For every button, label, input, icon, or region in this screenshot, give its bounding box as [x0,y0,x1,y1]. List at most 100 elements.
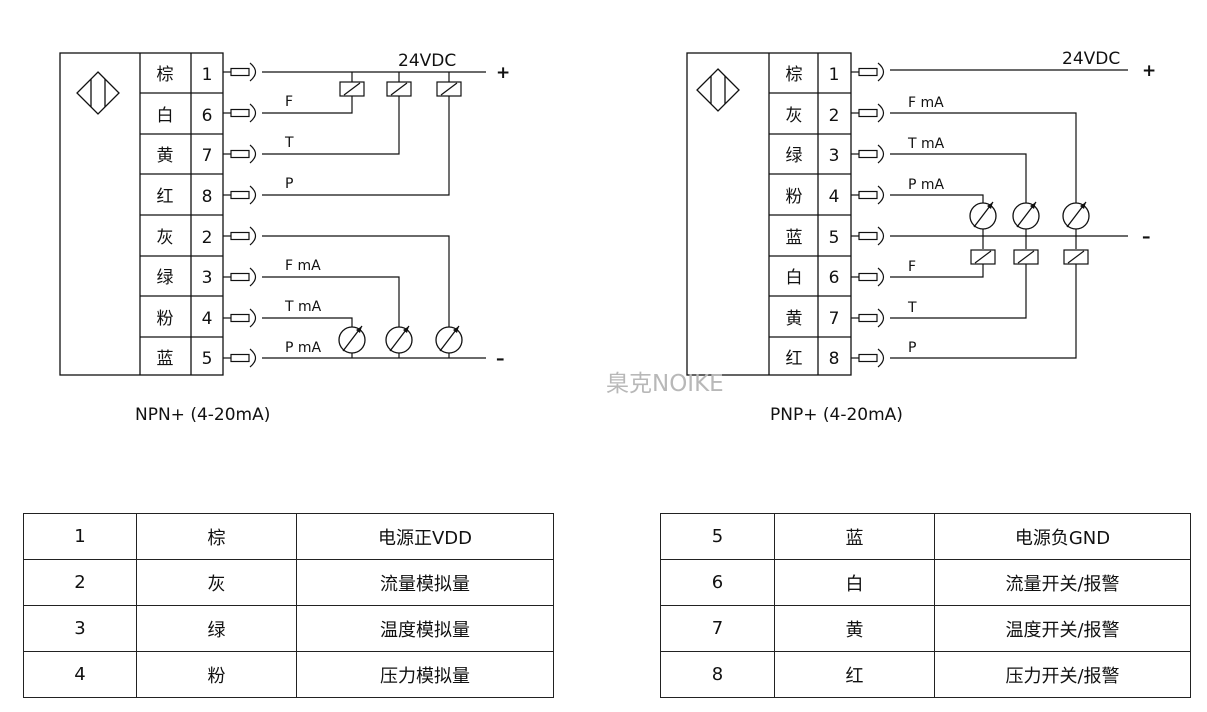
table-cell-function: 压力开关/报警 [934,651,1191,698]
table-row: 4 粉 压力模拟量 [23,651,554,698]
pnp-row-pin-8: 8 [829,349,840,369]
npn-row-color-6: 绿 [157,268,174,288]
relay-icon [1013,249,1039,265]
pnp-row-pin-6: 6 [829,268,840,288]
table-cell-function: 温度模拟量 [296,605,554,652]
pnp-row-pin-5: 5 [829,228,840,248]
npn-row-pin-6: 3 [202,268,213,288]
relay-icon [436,81,462,97]
npn-caption: NPN+ (4-20mA) [135,405,271,425]
pnp-wire-tma: T mA [907,136,945,152]
pnp-diagram: 棕 1 灰 2 绿 3 粉 4 蓝 5 白 6 黄 7 红 8 [686,49,1156,376]
npn-diagram: 棕 1 白 6 黄 7 红 8 灰 2 绿 3 粉 4 蓝 5 [59,51,510,376]
npn-connectors [222,62,257,368]
relay-icon [386,81,412,97]
pnp-row-color-8: 红 [786,349,803,369]
table-cell-function: 电源负GND [934,513,1191,560]
npn-wire-t: T [284,135,294,151]
pnp-caption: PNP+ (4-20mA) [770,405,903,425]
pnp-row-pin-1: 1 [829,65,840,85]
pnp-row-color-4: 粉 [786,187,803,207]
npn-row-pin-8: 5 [202,349,213,369]
npn-row-pin-3: 7 [202,146,213,166]
pnp-minus-label: – [1142,227,1151,247]
relay-icon [1063,249,1089,265]
ammeter-icon [385,325,413,354]
table-row: 5 蓝 电源负GND [660,513,1191,560]
table-cell-function: 压力模拟量 [296,651,554,698]
ammeter-icon [338,325,366,354]
npn-wire-tma: T mA [284,299,322,315]
table-cell-color: 粉 [136,651,297,698]
pnp-plus-label: + [1142,61,1156,81]
npn-row-color-1: 棕 [157,65,174,85]
table-cell-pin: 3 [23,605,137,652]
ammeter-icon [1062,201,1090,230]
table-cell-color: 红 [774,651,935,698]
npn-wire-f: F [285,94,293,110]
relay-icon [339,81,365,97]
npn-supply-label: 24VDC [398,51,456,71]
table-cell-function: 流量模拟量 [296,559,554,606]
npn-row-pin-4: 8 [202,187,213,207]
table-cell-pin: 4 [23,651,137,698]
table-cell-pin: 7 [660,605,775,652]
npn-wire-p: P [285,176,293,192]
npn-wire-fma: F mA [285,258,321,274]
watermark: 臬克NOIKE [606,371,724,397]
pin-table-right: 5 蓝 电源负GND 6 白 流量开关/报警 7 黄 温度开关/报警 8 红 压… [660,513,1191,698]
table-row: 1 棕 电源正VDD [23,513,554,560]
pnp-wire-fma: F mA [908,95,944,111]
table-cell-function: 电源正VDD [296,513,554,560]
table-cell-function: 流量开关/报警 [934,559,1191,606]
npn-plus-label: + [496,63,510,83]
npn-row-color-8: 蓝 [157,349,174,369]
table-cell-pin: 2 [23,559,137,606]
pnp-row-color-5: 蓝 [786,228,803,248]
table-cell-pin: 1 [23,513,137,560]
pnp-row-color-6: 白 [786,268,803,288]
pnp-row-pin-2: 2 [829,106,840,126]
ammeter-icon [435,325,463,354]
table-cell-color: 蓝 [774,513,935,560]
npn-row-pin-1: 1 [202,65,213,85]
table-cell-color: 绿 [136,605,297,652]
pnp-wire-f: F [908,259,916,275]
table-row: 2 灰 流量模拟量 [23,559,554,606]
table-row: 7 黄 温度开关/报警 [660,605,1191,652]
pnp-row-pin-3: 3 [829,146,840,166]
table-cell-color: 灰 [136,559,297,606]
pnp-row-pin-4: 4 [829,187,840,207]
pnp-row-color-2: 灰 [786,106,803,126]
pnp-row-color-3: 绿 [786,146,803,166]
npn-row-color-2: 白 [157,106,174,126]
npn-row-pin-5: 2 [202,228,213,248]
wiring-diagram: 棕 1 白 6 黄 7 红 8 灰 2 绿 3 粉 4 蓝 5 [59,49,1156,376]
pnp-wire-pma: P mA [908,177,945,193]
ammeter-icon [969,201,997,230]
table-cell-pin: 6 [660,559,775,606]
table-row: 3 绿 温度模拟量 [23,605,554,652]
npn-minus-label: – [496,349,505,369]
table-row: 6 白 流量开关/报警 [660,559,1191,606]
table-row: 8 红 压力开关/报警 [660,651,1191,698]
pnp-row-color-1: 棕 [786,65,803,85]
pnp-wire-p: P [908,340,916,356]
table-cell-pin: 5 [660,513,775,560]
npn-wire-pma: P mA [285,340,322,356]
pin-table-left: 1 棕 电源正VDD 2 灰 流量模拟量 3 绿 温度模拟量 4 粉 压力模拟量 [23,513,554,698]
table-cell-color: 白 [774,559,935,606]
pnp-row-pin-7: 7 [829,309,840,329]
npn-row-color-3: 黄 [157,146,174,166]
pnp-supply-label: 24VDC [1062,49,1120,69]
ammeter-icon [1012,201,1040,230]
table-cell-color: 棕 [136,513,297,560]
proximity-sensor-icon [696,68,740,112]
npn-row-pin-2: 6 [202,106,213,126]
relay-icon [970,249,996,265]
npn-row-color-5: 灰 [157,228,174,248]
pnp-wire-t: T [907,300,917,316]
npn-row-color-7: 粉 [157,309,174,329]
table-cell-color: 黄 [774,605,935,652]
table-cell-function: 温度开关/报警 [934,605,1191,652]
